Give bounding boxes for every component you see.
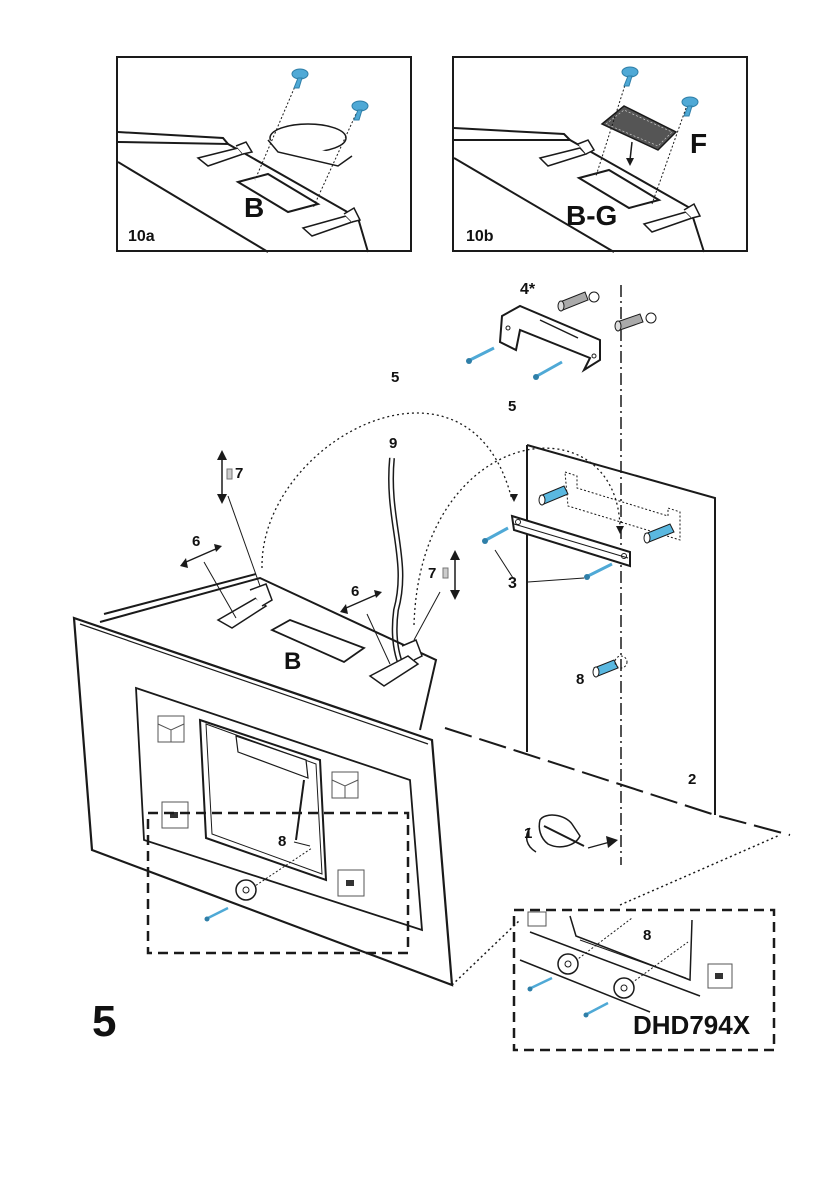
wall-plug-icon — [557, 291, 600, 312]
control-knob-icon — [331, 771, 359, 799]
control-knob-icon — [527, 911, 547, 927]
slider-bracket — [216, 597, 268, 629]
callout-arc-2: 5 — [508, 398, 517, 415]
screw-icon — [527, 976, 553, 992]
part-label-bg: B-G — [566, 200, 618, 231]
double-arrow-icon — [217, 450, 227, 504]
part-label-b: B — [244, 192, 265, 223]
hanging-rail-icon — [510, 514, 631, 568]
filter-icon — [600, 105, 678, 151]
callout-arc-1: 5 — [391, 369, 400, 386]
callout-slider-right: 6 — [351, 583, 360, 600]
double-arrow-icon — [180, 544, 222, 568]
wall-plug-icon — [592, 655, 628, 678]
hand-pencil-icon — [525, 814, 618, 853]
outlet-opening — [269, 619, 366, 664]
callout-slider-left: 6 — [192, 533, 201, 550]
slider-bracket — [368, 655, 420, 687]
outlet-opening — [576, 168, 662, 210]
panel-10b-drawing — [454, 66, 705, 253]
control-knob-icon — [707, 963, 733, 989]
control-knob-icon — [337, 869, 365, 897]
screw-icon — [291, 68, 309, 89]
wall-plug-icon — [643, 523, 675, 544]
detail-box — [146, 811, 410, 955]
part-label-f: F — [690, 128, 708, 159]
callout-wall: 2 — [688, 771, 697, 788]
hook-path-arc — [413, 447, 621, 626]
callout-detail-screw-left: 8 — [278, 833, 287, 850]
panel-10a: 10a B — [116, 56, 412, 253]
callout-detail-screw-right: 8 — [643, 927, 652, 944]
callout-wall-plug: 8 — [576, 671, 585, 688]
screw-icon — [533, 360, 563, 380]
screw-icon — [681, 96, 699, 117]
washer-icon — [613, 977, 635, 999]
washer-icon — [235, 879, 257, 901]
washer-icon — [557, 953, 579, 975]
spring-icon — [442, 567, 449, 579]
callout-rail-screws: 3 — [508, 575, 517, 592]
callout-outlet: B — [284, 648, 302, 675]
screw-icon — [583, 1001, 609, 1018]
screw-icon — [204, 906, 229, 922]
hook-path-arc — [261, 412, 513, 569]
model-label: DHD794X — [633, 1010, 751, 1040]
double-arrow-icon — [450, 550, 460, 600]
callout-spring-right: 7 — [428, 565, 437, 582]
spring-icon — [226, 468, 233, 480]
panel-10a-drawing — [118, 68, 369, 253]
step-number: 5 — [92, 997, 117, 1046]
control-knob-icon — [161, 801, 189, 829]
callout-cable: 9 — [389, 435, 398, 452]
mounting-bracket-icon — [498, 304, 601, 373]
wall-plug-icon — [614, 312, 657, 332]
hood-body — [72, 573, 454, 987]
control-knob-icon — [157, 715, 185, 743]
callout-marking: 1 — [524, 825, 533, 842]
outlet-opening — [235, 172, 321, 214]
panel-label: 10b — [466, 228, 494, 245]
screw-icon — [351, 100, 369, 121]
screw-icon — [482, 526, 509, 544]
screw-icon — [466, 346, 495, 364]
panel-10b: 10b B-G F — [452, 56, 748, 253]
screw-icon — [621, 66, 639, 87]
panel-label: 10a — [128, 228, 155, 245]
detail-box — [512, 908, 776, 1052]
callout-spring-left: 7 — [235, 465, 244, 482]
screw-icon — [584, 562, 613, 580]
double-arrow-icon — [340, 590, 382, 614]
callout-bracket: 4* — [520, 281, 536, 298]
wall-plug-icon — [538, 485, 569, 506]
